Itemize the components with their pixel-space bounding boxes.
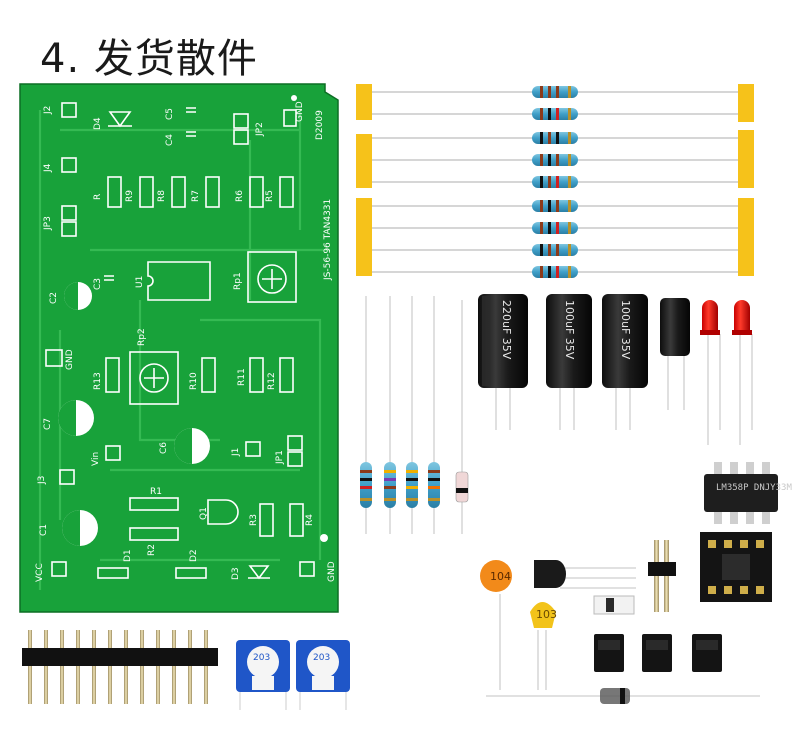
loose-resistors (360, 462, 469, 508)
pcb-label-c3: C3 (93, 278, 103, 290)
pcb-board: J2 D4 C4 C5 JP2 GND D2009 J4 JP3 R R9 R8… (19, 83, 339, 613)
pcb-label-r5: R5 (265, 190, 275, 202)
cap-100uf-label-a: 100uF 35V (563, 300, 576, 360)
pcb-label-r9: R9 (125, 190, 135, 202)
pcb-label-r7: R7 (191, 190, 201, 202)
taped-resistors (532, 86, 578, 278)
transistor (534, 560, 566, 588)
pcb-label-jp2: JP2 (255, 122, 265, 137)
pcb-label-d2: D2 (189, 549, 199, 562)
cap-100uf-label-b: 100uF 35V (619, 300, 632, 360)
pot-b-label: 203 (313, 653, 330, 663)
pcb-label-c2: C2 (49, 292, 59, 304)
trimmer-pot-a: 203 (236, 640, 290, 710)
pcb-label-jp3: JP3 (43, 216, 53, 231)
pcb-label-r12: R12 (267, 372, 277, 390)
pcb-label-vcc: VCC (35, 563, 45, 582)
pcb-label-c5: C5 (165, 108, 175, 120)
electrolytic-capacitors: 220uF 35V 100uF 35V 100uF 35V (478, 294, 690, 388)
pcb-label-j1: J1 (231, 448, 241, 457)
pcb-label-gnd-bot: GND (327, 561, 337, 582)
jumper-caps (594, 634, 722, 672)
pcb-label-gnd-mid: GND (65, 349, 75, 370)
pcb-label-j4: J4 (43, 163, 53, 173)
cap-220uf-label: 220uF 35V (500, 300, 513, 360)
pcb-label-u1: U1 (135, 276, 145, 288)
pcb-label-rp1: Rp1 (233, 272, 243, 290)
pcb-label-r10: R10 (189, 372, 199, 390)
pcb-label-r6: R6 (235, 190, 245, 202)
pcb-label-j3: J3 (37, 476, 47, 485)
ceramic-cap-103: 103 (536, 608, 557, 621)
glass-diode (600, 688, 630, 704)
smd-resistor-mark (606, 598, 614, 612)
pcb-label-c1: C1 (39, 524, 49, 536)
pcb-label-gnd-top: GND (295, 101, 305, 122)
pcb-label-d1: D1 (123, 549, 133, 562)
page-title: 4. 发货散件 (40, 36, 258, 82)
pcb-label-c7: C7 (43, 418, 53, 430)
pcb-label-c4: C4 (165, 134, 175, 146)
red-leds (700, 300, 752, 335)
pin-header-strip (22, 630, 218, 704)
pcb-label-vin: Vin (91, 452, 101, 466)
pcb-label-r4: R4 (305, 514, 315, 526)
taped-resistor-strip (356, 84, 754, 278)
pcb-label-r11: R11 (237, 368, 247, 386)
pcb-label-rp2: Rp2 (137, 328, 147, 346)
three-pin-header (648, 540, 676, 612)
pcb-label-r13: R13 (93, 372, 103, 390)
ic-socket (700, 532, 772, 602)
component-leads (365, 296, 760, 697)
pcb-label-j2: J2 (43, 106, 53, 115)
cap-footprints (58, 95, 328, 580)
pcb-label-r1: R1 (150, 487, 162, 497)
silkscreen-labels: J2 D4 C4 C5 JP2 GND D2009 J4 JP3 R R9 R8… (35, 101, 337, 582)
pcb-label-c6: C6 (159, 442, 169, 454)
ic-label: LM358P DNJY33M (716, 483, 792, 493)
pcb-label-d2009: D2009 (315, 110, 325, 140)
pcb-label-jp1: JP1 (275, 450, 285, 465)
pcb-label-r: R (93, 194, 103, 200)
pcb-label-d4: D4 (93, 117, 103, 130)
pcb-label-q1: Q1 (199, 507, 209, 520)
pcb-label-r2: R2 (147, 544, 157, 556)
pcb-label-d3: D3 (231, 567, 241, 580)
trimmer-pot-b: 203 (296, 640, 350, 710)
pcb-label-r8: R8 (157, 190, 167, 202)
pcb-label-r3: R3 (249, 514, 259, 526)
pot-a-label: 203 (253, 653, 270, 663)
ceramic-cap-104: 104 (490, 570, 511, 583)
ceramic-capacitors: 104 103 (480, 560, 557, 628)
pcb-model-label: JS-56-96 TAN4331 (323, 199, 333, 281)
lm358-ic: LM358P DNJY33M (704, 462, 792, 524)
